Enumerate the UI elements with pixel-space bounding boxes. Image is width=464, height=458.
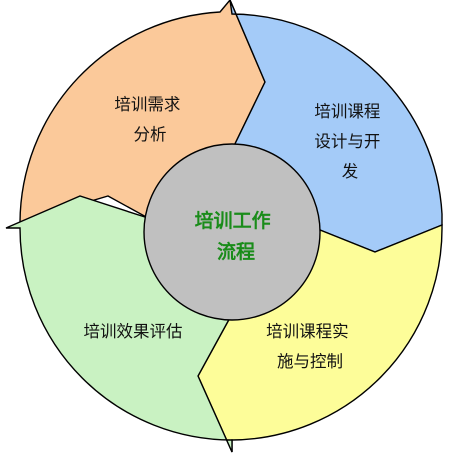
center-label: 培训工作 流程 — [195, 209, 278, 263]
center-circle — [143, 143, 321, 321]
label-course-design: 培训课程 设计与开 发 — [314, 102, 385, 181]
label-course-implementation: 培训课程实 施与控制 — [266, 322, 354, 371]
label-needs-analysis: 培训需求 分析 — [114, 95, 185, 144]
label-effect-evaluation: 培训效果评估 — [84, 322, 183, 341]
